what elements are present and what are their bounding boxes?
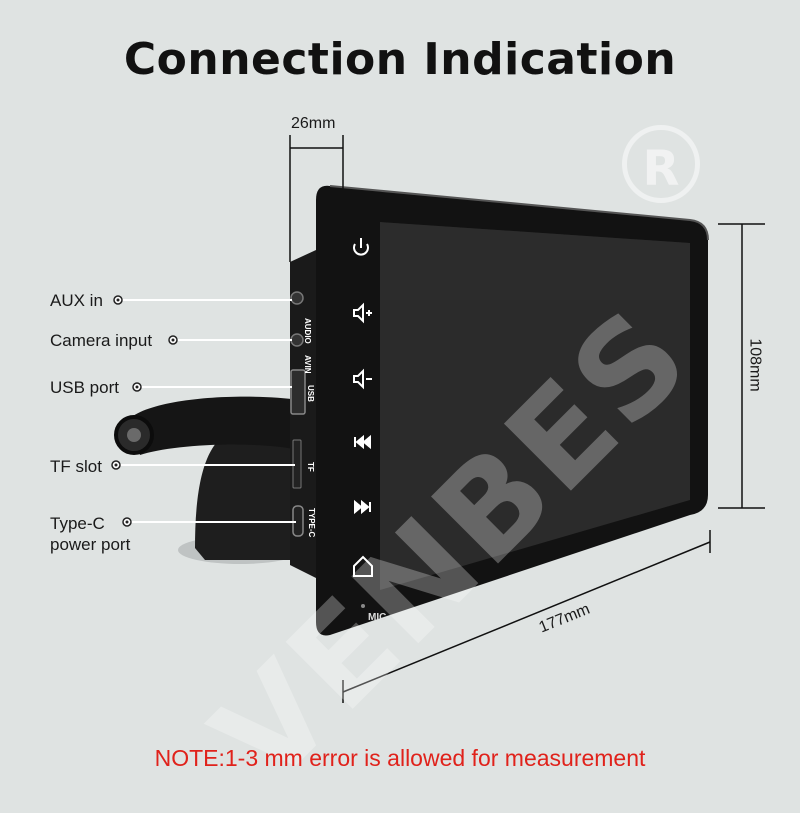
depth-dimension: 26mm <box>291 115 336 132</box>
port-label-tf: TF <box>306 462 315 472</box>
port-text: AUDIO AVIN USB TF TYPE-C <box>303 318 316 538</box>
callout-camera-input: Camera input <box>50 331 153 350</box>
device-screen <box>380 222 690 590</box>
volume-up-icon[interactable] <box>353 302 372 324</box>
callout-typec-line2: power port <box>50 535 131 554</box>
port-label-usb: USB <box>306 385 315 402</box>
callout-aux-in: AUX in <box>50 291 103 310</box>
callout-lines <box>116 299 296 523</box>
port-label-typec: TYPE-C <box>307 508 316 538</box>
page-title: Connection Indication <box>123 34 677 85</box>
aux-port <box>290 291 304 305</box>
mount-base <box>195 430 300 560</box>
height-dimension: 108mm <box>746 338 764 392</box>
callout-dot-centers <box>114 298 175 524</box>
measurement-note: NOTE:1-3 mm error is allowed for measure… <box>154 745 646 771</box>
mic-hole <box>361 604 365 608</box>
registered-mark: R <box>622 125 700 203</box>
callout-tf-slot: TF slot <box>50 457 102 476</box>
port-label-audio: AUDIO <box>303 318 312 344</box>
port-label-avin: AVIN <box>303 355 312 374</box>
mic-label: MIC <box>368 612 386 623</box>
avin-port <box>290 333 304 347</box>
mount-arm <box>128 396 300 455</box>
usb-port-shape <box>290 369 306 415</box>
home-icon[interactable] <box>353 555 373 577</box>
button-icons <box>353 238 373 577</box>
callout-usb-port: USB port <box>50 378 119 397</box>
callout-typec-line1: Type-C <box>50 514 105 533</box>
dimension-lines <box>289 135 765 703</box>
device-bezel-highlight <box>329 185 709 241</box>
power-icon[interactable] <box>353 238 369 256</box>
previous-track-icon[interactable] <box>354 434 371 450</box>
volume-down-icon[interactable] <box>353 368 372 390</box>
next-track-icon[interactable] <box>354 499 371 515</box>
